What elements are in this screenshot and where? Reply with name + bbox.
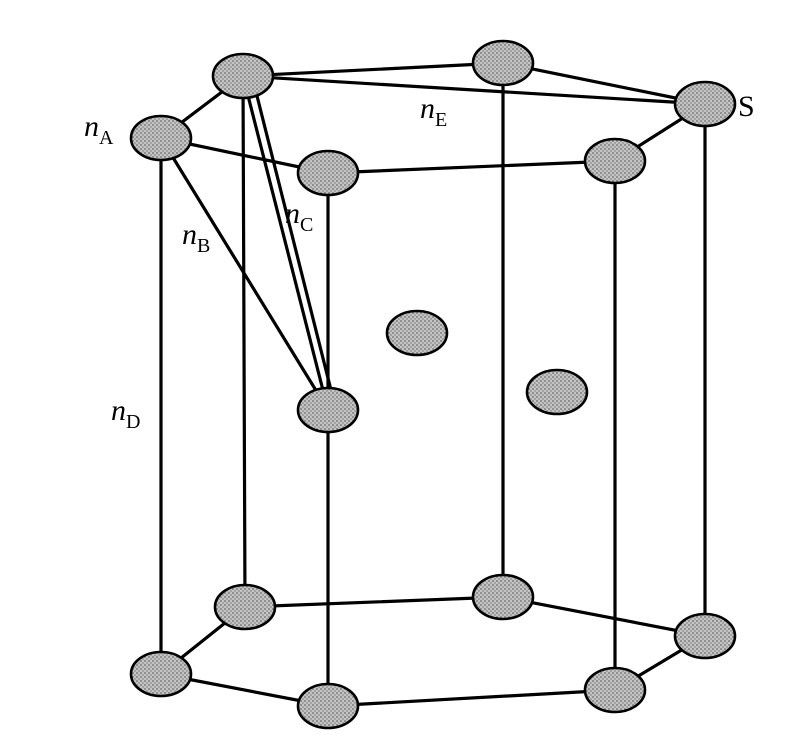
- atom-top-front: [296, 149, 360, 197]
- atom-top-backleft: [211, 52, 275, 100]
- atom-top-back: [471, 39, 535, 87]
- atom-bot-frontright: [583, 666, 647, 714]
- label-nE: nE: [420, 92, 447, 131]
- edge-vertical-backleft: [241, 74, 247, 609]
- edge-top-frontright-front: [326, 159, 617, 175]
- edge-nE-diagonal: [241, 74, 707, 106]
- edge-top-back-right: [501, 61, 707, 106]
- label-nC: nC: [285, 197, 313, 236]
- edge-bot-back-right: [501, 595, 707, 638]
- label-nA: nA: [84, 110, 114, 149]
- edge-top-backleft-back: [241, 61, 505, 78]
- edge-nB-line: [159, 136, 330, 412]
- atom-bot-right: [673, 612, 737, 660]
- atom-interior-right: [525, 368, 589, 416]
- atom-top-left: [129, 114, 193, 162]
- label-S: S: [738, 90, 755, 123]
- edge-nC-line-2: [250, 74, 337, 408]
- atoms: [129, 39, 737, 730]
- edge-bot-frontright-front: [326, 688, 617, 708]
- edge-bot-backleft-back: [243, 595, 505, 609]
- atom-top-frontright: [583, 137, 647, 185]
- label-nD: nD: [111, 394, 140, 433]
- edge-nC-line-1: [241, 74, 330, 412]
- atom-interior-front: [296, 386, 360, 434]
- atom-top-right: [673, 80, 737, 128]
- distance-lines: [159, 74, 337, 412]
- atom-bot-left: [129, 650, 193, 698]
- vertical-edges: [159, 61, 707, 708]
- label-nB: nB: [182, 218, 210, 257]
- atom-interior-back: [385, 309, 449, 357]
- atom-bot-backleft: [213, 583, 277, 631]
- atom-bot-back: [471, 573, 535, 621]
- atom-bot-front: [296, 682, 360, 730]
